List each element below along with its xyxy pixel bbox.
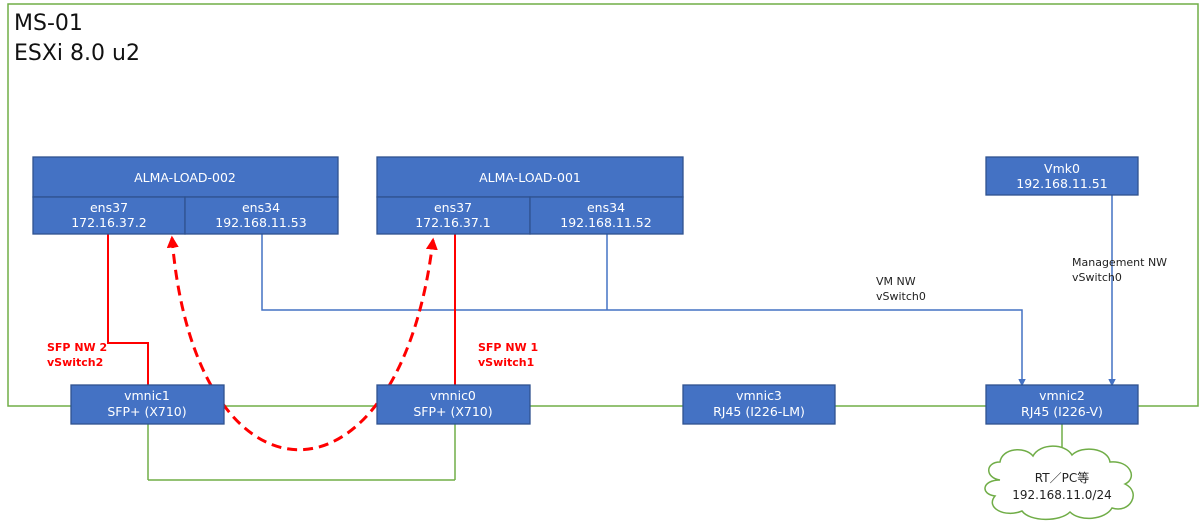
nic-name: ens34 — [587, 200, 625, 215]
sfp-nw1-label: SFP NW 1 — [478, 341, 538, 354]
cloud-label: RT／PC等 — [1035, 471, 1089, 485]
vmnic-name: vmnic1 — [124, 388, 170, 403]
sfp-nw2-switch: vSwitch2 — [47, 356, 103, 369]
host-boundary — [7, 3, 1199, 407]
vmnic-type: RJ45 (I226-V) — [1021, 404, 1103, 419]
nic-name: ens37 — [90, 200, 128, 215]
nic-name: ens37 — [434, 200, 472, 215]
vm-name: ALMA-LOAD-001 — [479, 170, 581, 185]
vmnic-box[interactable]: vmnic3 RJ45 (I226-LM) — [682, 384, 836, 425]
host-name: MS-01 — [14, 11, 83, 36]
vmnic-box[interactable]: vmnic1 SFP+ (X710) — [70, 384, 225, 425]
vmnic-name: vmnic2 — [1039, 388, 1085, 403]
mgmt-nw-switch: vSwitch0 — [1072, 271, 1122, 284]
sfp-nw2-label: SFP NW 2 — [47, 341, 107, 354]
vm-network-links — [261, 195, 1116, 387]
vm-nw-label: VM NW — [876, 275, 916, 288]
host-version: ESXi 8.0 u2 — [14, 41, 140, 66]
vmnic-type: SFP+ (X710) — [413, 404, 492, 419]
vmnic-name: vmnic0 — [430, 388, 476, 403]
physical-links — [147, 424, 1063, 481]
cloud-subnet: 192.168.11.0/24 — [1012, 488, 1111, 502]
vmk-name: Vmk0 — [1044, 161, 1080, 176]
vmnic-type: SFP+ (X710) — [107, 404, 186, 419]
external-network-cloud: RT／PC等 192.168.11.0/24 — [984, 445, 1134, 521]
vmnic-box[interactable]: vmnic2 RJ45 (I226-V) — [985, 384, 1139, 425]
vmk0-box[interactable]: Vmk0 192.168.11.51 — [985, 156, 1139, 196]
nic-ip: 192.168.11.52 — [560, 215, 651, 230]
nic-ip: 192.168.11.53 — [215, 215, 306, 230]
sfp-network-links — [107, 234, 456, 388]
vm-name: ALMA-LOAD-002 — [134, 170, 236, 185]
vm-alma-load-001[interactable]: ALMA-LOAD-001 ens37 172.16.37.1 ens34 19… — [376, 156, 684, 235]
nic-ip: 172.16.37.1 — [415, 215, 491, 230]
vmnic-box[interactable]: vmnic0 SFP+ (X710) — [376, 384, 531, 425]
nic-name: ens34 — [242, 200, 280, 215]
sfp-nw1-switch: vSwitch1 — [478, 356, 534, 369]
vmnic-name: vmnic3 — [736, 388, 782, 403]
vmk-ip: 192.168.11.51 — [1016, 176, 1107, 191]
sfp-traffic-flow — [166, 235, 438, 452]
vmnic-type: RJ45 (I226-LM) — [713, 404, 805, 419]
mgmt-nw-label: Management NW — [1072, 256, 1167, 269]
nic-ip: 172.16.37.2 — [71, 215, 147, 230]
vm-nw-switch: vSwitch0 — [876, 290, 926, 303]
vm-alma-load-002[interactable]: ALMA-LOAD-002 ens37 172.16.37.2 ens34 19… — [32, 156, 339, 235]
